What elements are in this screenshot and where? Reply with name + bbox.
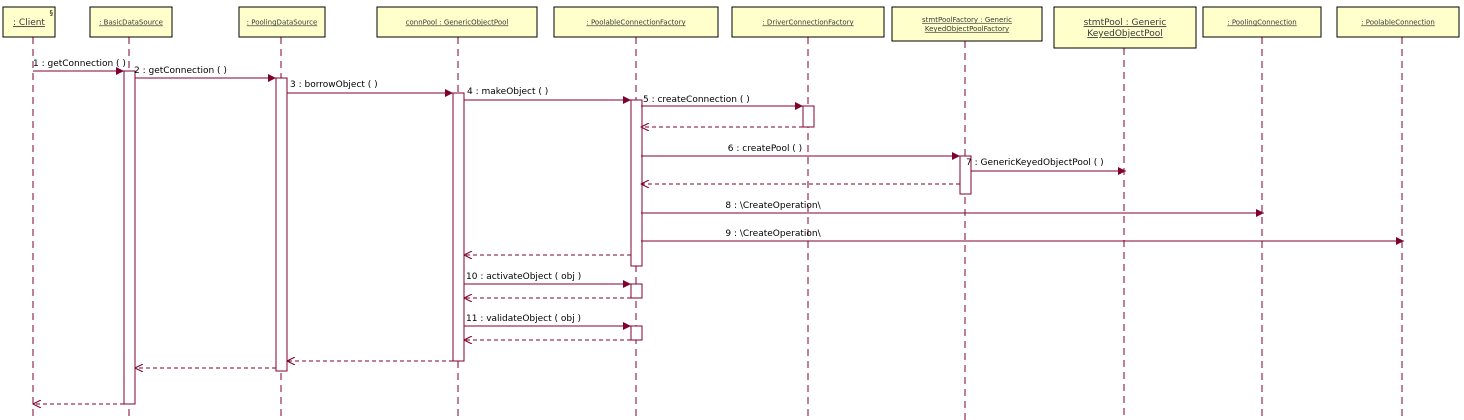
object-box (1336, 6, 1460, 38)
message-label: 3 : borrowObject ( ) (290, 80, 378, 90)
activation-bar-connpool (452, 92, 465, 362)
object-label: : Client (13, 18, 45, 28)
message-4: 4 : makeObject ( ) (464, 87, 631, 104)
message-label: 8 : \CreateOperation\ (725, 201, 821, 211)
activation-bar-pooling (275, 77, 288, 372)
activation-bar-spf (959, 155, 972, 195)
object-label: : BasicDataSource (99, 18, 163, 26)
object-box (89, 6, 173, 38)
object-label: : PoolingDataSource (247, 18, 318, 26)
object-box (1202, 6, 1322, 38)
activation-bar-pcf (630, 325, 643, 341)
object-pcf: : PoolableConnectionFactory (553, 6, 719, 38)
object-box (891, 6, 1043, 42)
message-11: 9 : \CreateOperation\ (641, 229, 1404, 245)
object-label: : DriverConnectionFactory (762, 18, 853, 26)
object-marker: § (50, 9, 54, 17)
object-label: : PoolableConnection (1361, 18, 1435, 26)
object-box (2, 6, 56, 38)
message-label: 7 : GenericKeyedObjectPool ( ) (966, 158, 1104, 168)
message-13: 10 : activateObject ( obj ) (464, 272, 631, 288)
message-8: 7 : GenericKeyedObjectPool ( ) (966, 158, 1126, 175)
message-label: 5 : createConnection ( ) (643, 95, 750, 105)
object-label: stmtPoolFactory : Generic (922, 16, 1012, 24)
object-label: stmtPool : Generic (1084, 18, 1167, 28)
message-7: 6 : createPool ( ) (641, 144, 960, 160)
object-label: : PoolingConnection (1227, 18, 1297, 26)
message-label: 2 : getConnection ( ) (134, 66, 227, 76)
object-box (553, 6, 719, 38)
object-label: KeyedObjectPool (1087, 29, 1163, 39)
object-pconn: : PoolingConnection (1202, 6, 1322, 38)
message-5: 5 : createConnection ( ) (641, 95, 803, 110)
object-box (238, 6, 326, 38)
message-2: 2 : getConnection ( ) (134, 66, 276, 82)
message-10: 8 : \CreateOperation\ (641, 201, 1264, 217)
object-pooling: : PoolingDataSource (238, 6, 326, 38)
object-stmtpool: stmtPool : GenericKeyedObjectPool (1053, 6, 1197, 49)
message-label: 1 : getConnection ( ) (33, 59, 126, 69)
object-label: KeyedObjectPoolFactory (925, 25, 1009, 33)
object-connpool: connPool : GenericObjectPool (376, 6, 538, 38)
object-basic: : BasicDataSource (89, 6, 173, 38)
object-box (731, 6, 885, 38)
message-label: 6 : createPool ( ) (728, 144, 802, 154)
activation-bar-pcf (630, 283, 643, 299)
message-label: 4 : makeObject ( ) (467, 87, 548, 97)
message-label: 10 : activateObject ( obj ) (466, 272, 581, 282)
message-3: 3 : borrowObject ( ) (287, 80, 453, 97)
message-label: 11 : validateObject ( obj ) (466, 314, 581, 324)
activation-bar-pcf (630, 99, 643, 267)
object-label: : PoolableConnectionFactory (586, 18, 685, 26)
object-box (376, 6, 538, 38)
object-box (1053, 6, 1197, 49)
activation-bar-dcf (802, 105, 815, 128)
message-15: 11 : validateObject ( obj ) (464, 314, 631, 330)
object-spf: stmtPoolFactory : GenericKeyedObjectPool… (891, 6, 1043, 42)
object-label: connPool : GenericObjectPool (406, 18, 509, 26)
message-label: 9 : \CreateOperation\ (725, 229, 821, 239)
message-1: 1 : getConnection ( ) (33, 59, 126, 75)
activation-bar-basic (123, 70, 136, 405)
object-dcf: : DriverConnectionFactory (731, 6, 885, 38)
object-client: : Client § (2, 6, 56, 38)
object-poolconn: : PoolableConnection (1336, 6, 1460, 38)
